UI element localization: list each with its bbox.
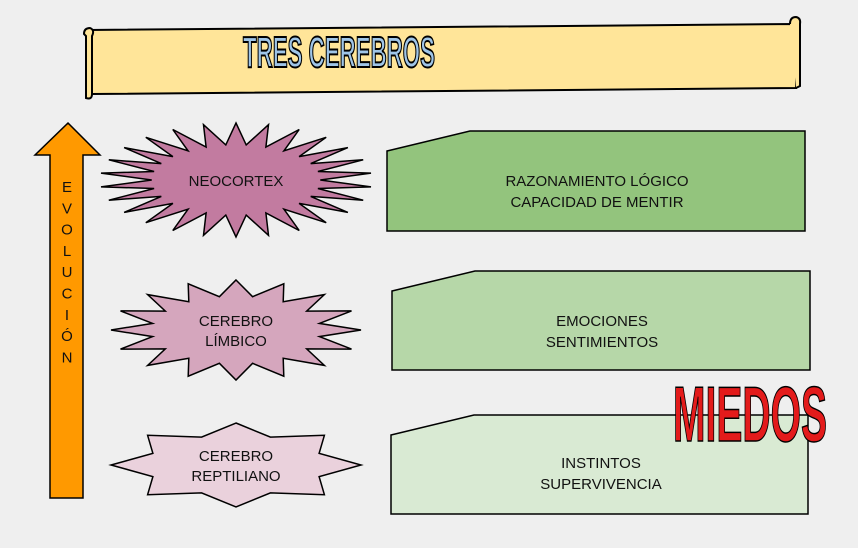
- miedos-overlay-text: MIEDOS: [673, 370, 827, 458]
- arrow-letter: V: [62, 200, 72, 217]
- brain-name: REPTILIANO: [191, 468, 280, 485]
- function-text: INSTINTOS: [561, 455, 641, 472]
- page-title: TRES CEREBROS: [243, 28, 435, 77]
- brain-name: CEREBRO: [199, 313, 273, 330]
- function-text: SUPERVIVENCIA: [540, 476, 661, 493]
- arrow-letter: U: [62, 264, 73, 281]
- brain-shape-2: CEREBRO REPTILIANO: [108, 422, 364, 508]
- starburst-shape: [110, 278, 362, 382]
- arrow-letter: Ó: [61, 328, 73, 345]
- brain-name: NEOCORTEX: [189, 173, 284, 190]
- brain-name: CEREBRO: [199, 448, 273, 465]
- starburst-shape: [108, 422, 364, 508]
- arrow-letter: I: [65, 307, 69, 324]
- brain-name: LÍMBICO: [205, 333, 267, 350]
- arrow-letter: E: [62, 179, 72, 196]
- brain-shape-1: CEREBRO LÍMBICO: [110, 278, 362, 382]
- function-box-2: INSTINTOS SUPERVIVENCIA: [390, 414, 809, 515]
- arrow-letter: N: [62, 349, 73, 366]
- arrow-letter: C: [62, 286, 73, 303]
- function-text: CAPACIDAD DE MENTIR: [510, 194, 683, 211]
- starburst-shape: [100, 121, 372, 239]
- function-box-0: RAZONAMIENTO LÓGICO CAPACIDAD DE MENTIR: [386, 130, 806, 232]
- function-text: EMOCIONES: [556, 313, 648, 330]
- function-box-1: EMOCIONES SENTIMIENTOS: [391, 270, 811, 371]
- function-text: SENTIMIENTOS: [546, 334, 658, 351]
- arrow-letter: L: [63, 243, 71, 260]
- title-banner: TRES CEREBROS: [82, 15, 802, 100]
- arrow-letter: O: [61, 222, 73, 239]
- function-text: RAZONAMIENTO LÓGICO: [505, 173, 688, 190]
- brain-shape-0: NEOCORTEX: [100, 121, 372, 239]
